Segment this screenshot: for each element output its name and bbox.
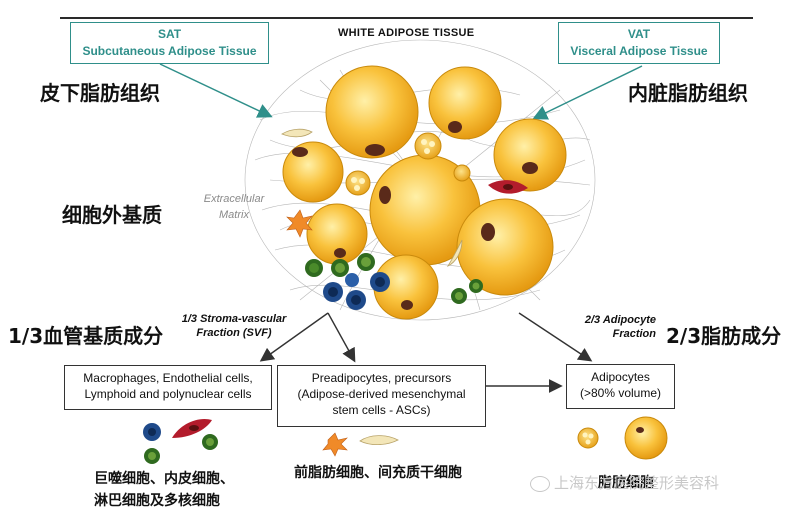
adipocyte-cell (282, 141, 344, 203)
pre-box-line-1: Preadipocytes, precursors (311, 371, 452, 385)
svf-line-2: Fraction (SVF) (196, 327, 272, 339)
adipocyte-cell (325, 65, 419, 159)
vat-full: Visceral Adipose Tissue (570, 44, 708, 58)
svf-line-1: 1/3 Stroma-vascular (181, 313, 287, 325)
watermark-text: 上海东方医院整形美容科 (554, 474, 720, 492)
adipocyte-cell (493, 118, 567, 192)
immune-cells (305, 253, 483, 310)
fibroblast-cell (281, 128, 313, 138)
ecm-label: Extracellular Matrix (192, 191, 276, 223)
immune-cn-caption-2: 淋巴细胞及多核细胞 (94, 493, 220, 509)
immune-cells-box: Macrophages, Endothelial cells, Lymphoid… (64, 365, 272, 410)
vat-arrow (532, 65, 643, 120)
adipocyte-fraction-line-1: 2/3 Adipocyte (584, 314, 656, 326)
adipocyte-cluster (282, 65, 567, 320)
sat-cn-label: 皮下脂肪组织 (40, 81, 160, 105)
ecm-line-2: Matrix (219, 209, 249, 221)
adipocyte-arrow (518, 312, 593, 362)
adipocyte-fraction-cn-label: 2/3脂肪成分 (666, 324, 782, 348)
adipocyte-fraction-label: 2/3 Adipocyte Fraction (546, 313, 656, 341)
vat-abbr: VAT (627, 27, 651, 41)
adipocyte-cell-icons (577, 416, 668, 460)
svf-cn-label: 1/3血管基质成分 (8, 324, 164, 348)
adipocyte-cell (373, 254, 439, 320)
adipocyte-cn-caption: 脂肪细胞 (598, 475, 654, 491)
page-title: WHITE ADIPOSE TISSUE (338, 27, 475, 39)
sat-abbr: SAT (157, 27, 182, 41)
wechat-icon (530, 475, 550, 492)
vat-cn-label: 内脏脂肪组织 (628, 81, 748, 105)
preadipocyte-cell-icons (322, 432, 399, 457)
svf-label: 1/3 Stroma-vascular Fraction (SVF) (166, 312, 302, 340)
pre-box-line-2: (Adipose-derived mesenchymal (297, 387, 466, 401)
adipocytes-box: Adipocytes (>80% volume) (566, 364, 675, 409)
svf-arrow-right (327, 312, 356, 363)
adipocyte-fraction-line-2: Fraction (612, 328, 656, 340)
ecm-line-1: Extracellular (203, 193, 265, 205)
immune-box-line-2: Lymphoid and polynuclear cells (84, 387, 252, 401)
ecm-cn-label: 细胞外基质 (62, 203, 162, 227)
pre-box-line-3: stem cells - ASCs) (332, 403, 431, 417)
stellate-cell (286, 209, 313, 238)
sat-box: SAT Subcutaneous Adipose Tissue (70, 22, 269, 64)
immune-box-line-1: Macrophages, Endothelial cells, (83, 371, 253, 385)
immune-cell-icons (143, 418, 218, 464)
svf-arrow-left (259, 312, 329, 362)
watermark: 上海东方医院整形美容科 (530, 472, 719, 493)
vat-box: VAT Visceral Adipose Tissue (558, 22, 720, 64)
top-rule (60, 17, 753, 19)
preadipocyte-cn-caption: 前脂肪细胞、间充质干细胞 (294, 465, 462, 481)
adipocytes-box-line-2: (>80% volume) (579, 386, 662, 400)
immune-cn-caption-1: 巨噬细胞、内皮细胞、 (94, 471, 234, 487)
adipocytes-box-line-1: Adipocytes (591, 370, 650, 384)
sat-full: Subcutaneous Adipose Tissue (82, 44, 257, 58)
adipocyte-cell (428, 66, 502, 140)
adipocyte-cell (306, 203, 368, 265)
adipocyte-cell (456, 198, 554, 296)
preadipocytes-box: Preadipocytes, precursors (Adipose-deriv… (277, 365, 486, 427)
small-precursor-cells (345, 132, 471, 196)
sat-arrow (159, 63, 273, 118)
